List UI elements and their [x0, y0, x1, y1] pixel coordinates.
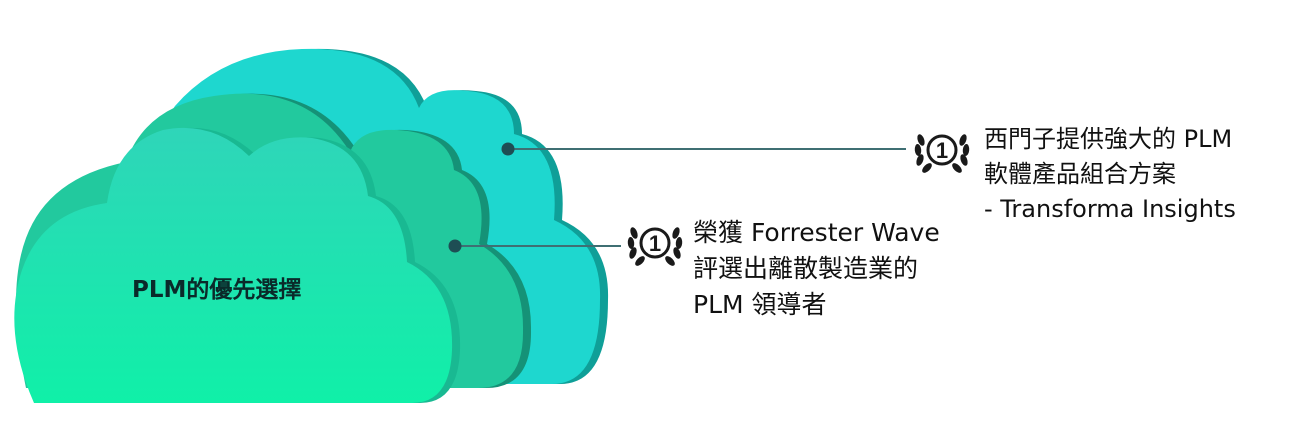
- laurel-rank-1-icon: 1: [627, 227, 683, 266]
- connector-dot-middle: [448, 239, 462, 253]
- callout-transforma: 1 西門子提供強大的 PLM 軟體產品組合方案 - Transforma Ins…: [912, 122, 1236, 227]
- callout-line: - Transforma Insights: [984, 195, 1236, 223]
- callout-line: 西門子提供強大的 PLM: [984, 125, 1233, 153]
- laurel-rank-1-icon: 1: [914, 134, 970, 173]
- callout-line: 榮獲 Forrester Wave: [693, 218, 940, 247]
- badge-number: 1: [936, 138, 948, 163]
- connector-dot-top: [501, 142, 515, 156]
- callout-forrester: 1 榮獲 Forrester Wave 評選出離散製造業的 PLM 領導者: [625, 215, 940, 323]
- callout-text: 西門子提供強大的 PLM 軟體產品組合方案 - Transforma Insig…: [984, 122, 1236, 227]
- callout-line: 評選出離散製造業的: [693, 254, 919, 283]
- callout-text: 榮獲 Forrester Wave 評選出離散製造業的 PLM 領導者: [693, 215, 940, 323]
- cloud-label: PLM的優先選擇: [132, 277, 302, 303]
- callout-line: 軟體產品組合方案: [984, 160, 1176, 188]
- cloud-front: [14, 127, 453, 404]
- badge-number: 1: [649, 231, 661, 256]
- callout-line: PLM 領導者: [693, 290, 827, 319]
